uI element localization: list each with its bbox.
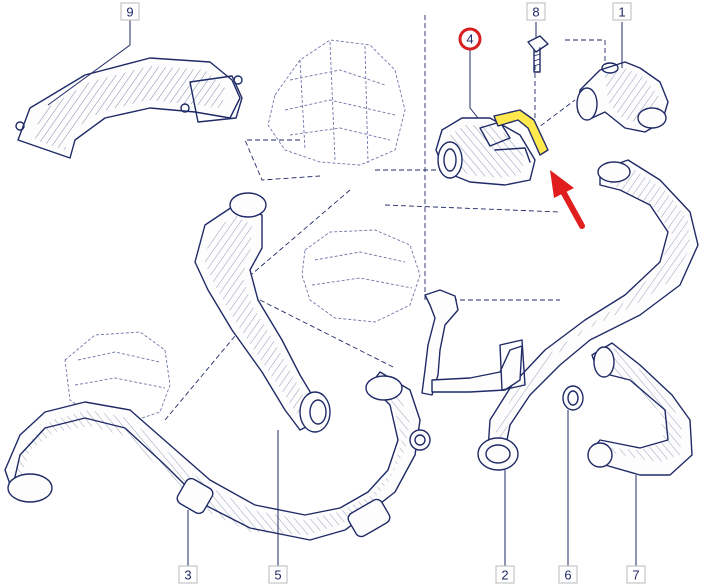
callout-label: 8 bbox=[532, 5, 539, 20]
engine-ghost-middle bbox=[301, 229, 421, 323]
callout-label: 7 bbox=[632, 568, 639, 583]
part-8-bolt bbox=[527, 35, 549, 73]
part-1-elbow-connector bbox=[576, 61, 669, 133]
callout-8: 8 bbox=[526, 2, 546, 21]
callout-2: 2 bbox=[495, 565, 515, 584]
callout-label: 3 bbox=[184, 568, 191, 583]
highlighted-pipe bbox=[493, 109, 549, 156]
callout-label: 5 bbox=[274, 568, 281, 583]
callout-label: 4 bbox=[466, 32, 473, 47]
callout-label: 1 bbox=[618, 5, 625, 20]
part-3-bottom-hose bbox=[4, 371, 431, 541]
small-bent-tube bbox=[421, 289, 526, 396]
part-6-ring-clamp bbox=[562, 385, 584, 411]
part-5-vertical-hose bbox=[194, 192, 331, 433]
callout-6: 6 bbox=[558, 565, 578, 584]
leader-lines bbox=[164, 15, 606, 421]
callout-1: 1 bbox=[612, 2, 632, 21]
callout-9: 9 bbox=[120, 2, 140, 21]
callout-3: 3 bbox=[178, 565, 198, 584]
part-7-short-hose bbox=[587, 342, 693, 476]
red-arrow-icon bbox=[550, 170, 585, 229]
highlight-circle-icon bbox=[458, 27, 482, 51]
callout-label: 6 bbox=[564, 568, 571, 583]
callout-label: 2 bbox=[501, 568, 508, 583]
callout-leaders bbox=[47, 20, 637, 566]
callout-7: 7 bbox=[626, 565, 646, 584]
part-7-long-hose bbox=[477, 159, 699, 471]
part-9-air-duct bbox=[15, 57, 243, 159]
part-4-assembly bbox=[435, 109, 549, 186]
callout-4-highlighted: 4 bbox=[458, 27, 482, 51]
callout-label: 9 bbox=[126, 5, 133, 20]
engine-ghost-upper bbox=[267, 39, 406, 166]
callout-5: 5 bbox=[268, 565, 288, 584]
